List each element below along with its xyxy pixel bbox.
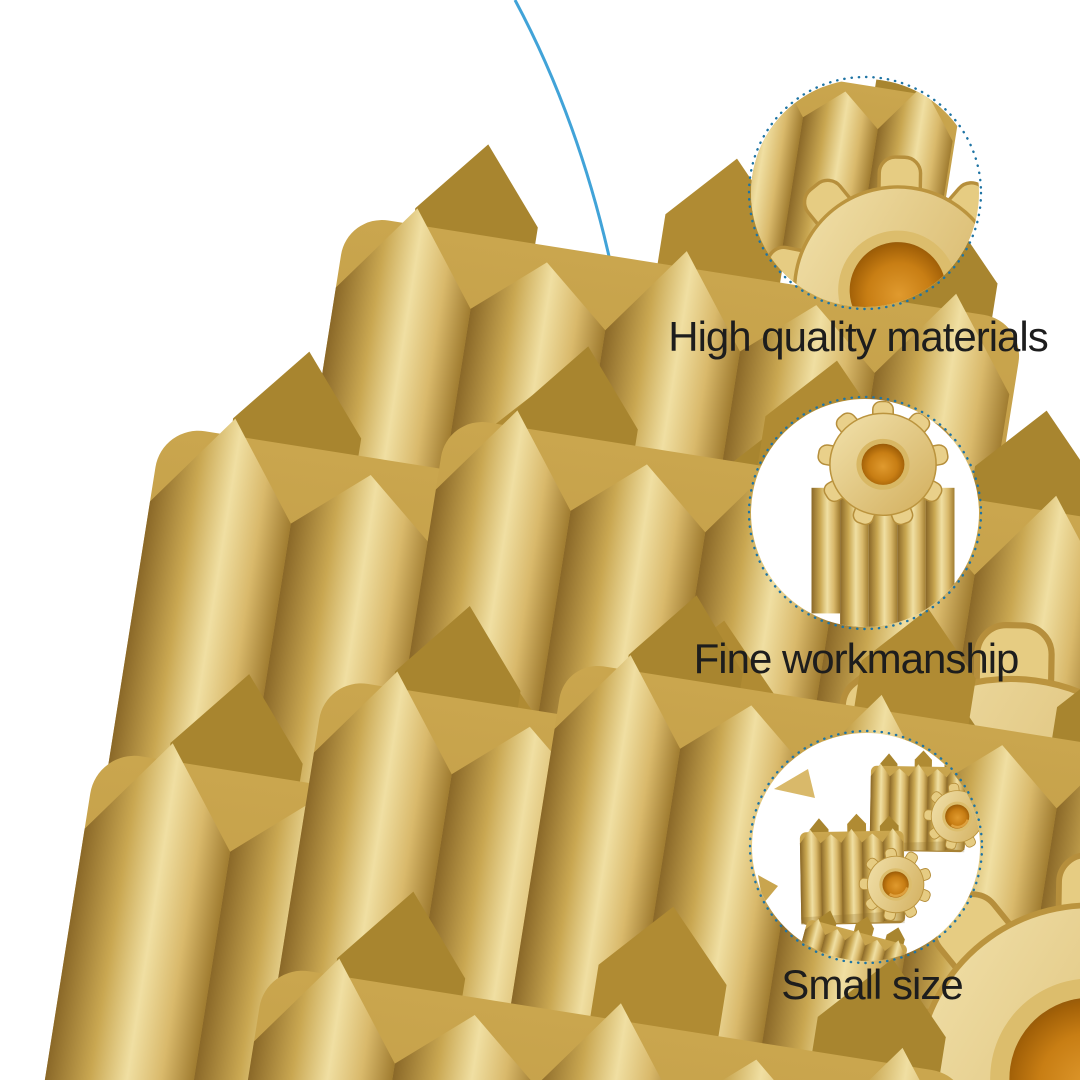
feature-label-fine-workmanship: Fine workmanship (693, 635, 1020, 682)
gear-closeup-photo (747, 75, 983, 311)
callout-fine-workmanship (745, 393, 985, 633)
feature-label-small-size: Small size (781, 961, 963, 1008)
callout-small-size (746, 727, 986, 967)
dotted-circle-border (747, 395, 983, 631)
small-gears-photo (748, 729, 984, 965)
dotted-circle-border (748, 729, 984, 965)
gear-top-photo (747, 395, 983, 631)
dotted-circle-border (747, 75, 983, 311)
feature-label-high-quality: High quality materials (668, 313, 1049, 360)
callout-high-quality-materials (745, 73, 985, 313)
